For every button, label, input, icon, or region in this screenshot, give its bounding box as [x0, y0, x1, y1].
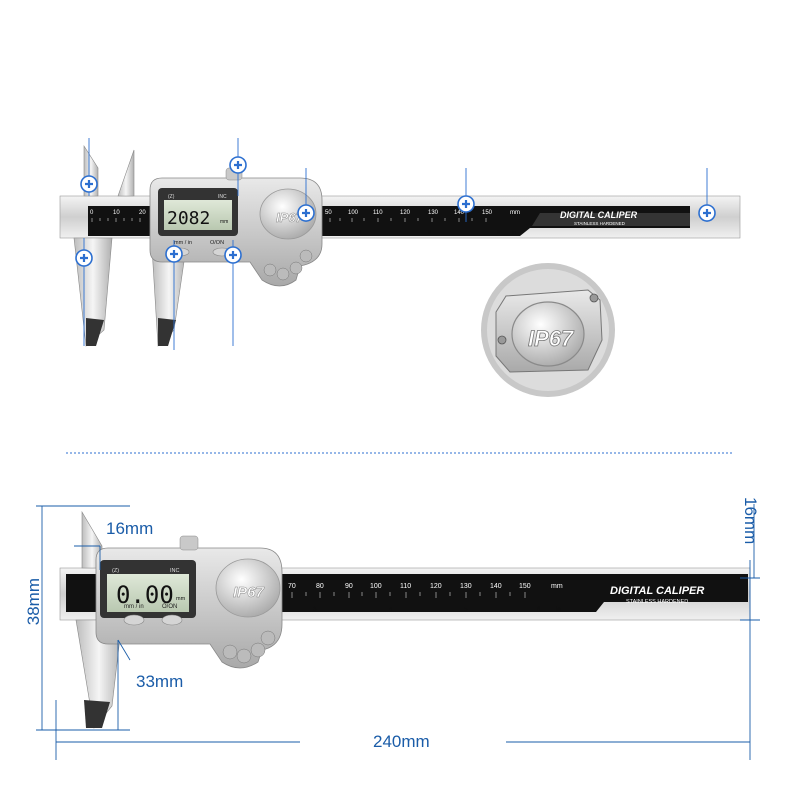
top-in-tick-5: 5 — [428, 230, 431, 236]
marker-icons — [75, 156, 716, 267]
zoom-ip67-text: IP67 — [528, 326, 575, 351]
bottom-ip67-badge — [215, 558, 281, 618]
top-tick-100: 100 — [348, 210, 359, 216]
top-in-tick-4: 4 — [358, 230, 361, 236]
top-tick-120: 120 — [400, 210, 411, 216]
top-in-tick-6: 6 — [497, 230, 500, 236]
top-thumb-wheel — [263, 249, 313, 281]
bottom-in-tick-5: 5 — [464, 607, 468, 613]
bottom-on-off-button[interactable] — [161, 614, 183, 626]
top-lcd — [164, 200, 232, 230]
bottom-mm-in-button[interactable] — [123, 614, 145, 626]
marker-plus-icon[interactable] — [165, 245, 183, 263]
top-upper-slide-jaw — [117, 149, 135, 197]
top-tick-110: 110 — [373, 210, 383, 216]
bottom-display-unit: mm — [176, 596, 186, 602]
bottom-tick-100: 100 — [370, 583, 382, 590]
bottom-brand-title: DIGITAL CALIPER — [610, 585, 704, 597]
zoom-badge-detail: IP67 — [481, 263, 615, 397]
top-mm-in-label: mm / in — [174, 240, 192, 246]
top-tick-50: 50 — [325, 210, 332, 216]
top-in-tick-0: 0 — [92, 230, 95, 236]
dimension-lines — [36, 504, 760, 760]
top-ip67-badge — [259, 188, 317, 240]
bottom-mm-in-label: mm / in — [124, 604, 144, 610]
top-tick-20: 20 — [139, 210, 146, 216]
bottom-scale-unit-mm: mm — [551, 583, 563, 590]
marker-plus-icon[interactable] — [75, 249, 93, 267]
total-length-label: 240mm — [373, 732, 430, 751]
bottom-in-tick-6: 6 — [537, 607, 541, 613]
top-display-unit: mm — [220, 219, 228, 225]
bottom-on-off-label: O/ON — [162, 604, 177, 610]
top-ip67-text: IP67 — [276, 210, 304, 225]
top-mm-tick-marks — [91, 218, 487, 222]
jaw-depth-label: 16mm — [106, 519, 154, 538]
top-scale-unit-mm: mm — [510, 210, 520, 216]
bottom-scale-unit-in: in — [556, 607, 561, 613]
bottom-tick-110: 110 — [400, 583, 411, 590]
bottom-tick-90: 90 — [345, 583, 353, 590]
top-display-reading: 2082 — [167, 208, 210, 229]
top-brand-subtitle: STAINLESS HARDENED — [574, 221, 626, 226]
bottom-tick-130: 130 — [460, 583, 472, 590]
bottom-lock-screw — [179, 535, 199, 551]
top-tick-0: 0 — [90, 210, 94, 216]
bottom-tick-70: 70 — [288, 583, 296, 590]
bottom-display-reading: 0.00 — [116, 581, 174, 609]
marker-plus-icon[interactable] — [80, 175, 98, 193]
top-scale-unit-in: in — [512, 230, 516, 236]
bottom-lcd — [107, 574, 189, 612]
bottom-tick-150: 150 — [519, 583, 531, 590]
marker-plus-icon[interactable] — [224, 246, 242, 264]
bottom-mm-tick-marks — [291, 592, 526, 598]
bottom-in-tick-4: 4 — [389, 607, 393, 613]
top-display-label-right: INC — [218, 194, 227, 200]
right-height-label: 16mm — [741, 497, 760, 545]
top-on-off-label: O/ON — [210, 240, 224, 246]
top-tick-10: 10 — [113, 210, 120, 216]
bottom-display-label-right: INC — [170, 568, 180, 574]
jaw-length-label: 33mm — [136, 672, 184, 691]
top-caliper: (Z) INC 2082 mm mm / in O/ON IP67 0 10 2… — [59, 138, 741, 350]
marker-plus-icon[interactable] — [297, 204, 315, 222]
top-tick-150: 150 — [482, 210, 493, 216]
bottom-tick-120: 120 — [430, 583, 442, 590]
marker-plus-icon[interactable] — [457, 195, 475, 213]
height-label: 38mm — [24, 578, 43, 626]
bottom-brand-subtitle: STAINLESS HARDENED — [626, 599, 688, 605]
bottom-display-label-left: (Z) — [112, 568, 119, 574]
top-tick-130: 130 — [428, 210, 439, 216]
bottom-thumb-wheel — [222, 630, 276, 664]
bottom-caliper: (Z) INC 0.00 mm mm / in O/ON IP67 70 80 … — [59, 510, 751, 729]
top-brand-title: DIGITAL CALIPER — [560, 210, 638, 220]
bottom-tick-140: 140 — [490, 583, 502, 590]
top-display-label-left: (Z) — [168, 194, 175, 200]
bottom-in-tick-3: 3 — [313, 607, 317, 613]
bottom-tick-80: 80 — [316, 583, 324, 590]
marker-plus-icon[interactable] — [698, 204, 716, 222]
marker-plus-icon[interactable] — [229, 156, 247, 174]
bottom-ip67-text: IP67 — [233, 584, 265, 601]
top-tick-140: 140 — [454, 210, 465, 216]
